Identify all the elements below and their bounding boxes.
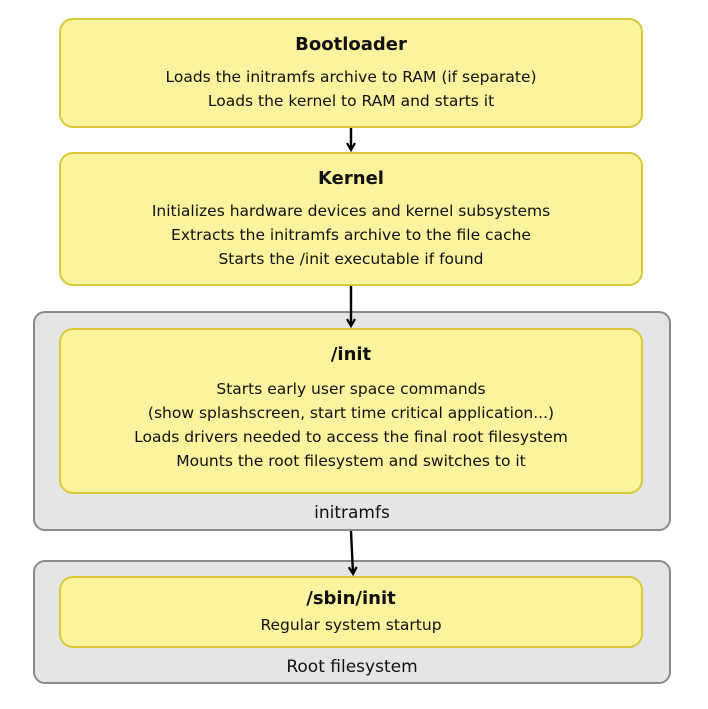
stage-bootloader: Bootloader Loads the initramfs archive t… [59,18,643,128]
stage-line: Starts early user space commands [216,380,486,398]
container-label-initramfs: initramfs [314,503,390,523]
stage-sbin-init: /sbin/init Regular system startup [59,576,643,648]
stage-line: Starts the /init executable if found [218,250,484,268]
stage-line: Initializes hardware devices and kernel … [151,202,551,220]
stage-line: Regular system startup [260,616,442,634]
stage-line: Loads drivers needed to access the final… [134,428,568,446]
stage-line: Loads the initramfs archive to RAM (if s… [165,68,537,86]
container-label-root-filesystem: Root filesystem [286,657,418,677]
arrow-init-to-sbin-init [351,530,353,573]
stage-line: Extracts the initramfs archive to the fi… [171,226,531,244]
stage-line: Mounts the root filesystem and switches … [176,452,526,470]
stage-title-kernel: Kernel [318,168,384,189]
stage-line: (show splashscreen, start time critical … [147,404,555,422]
stage-title-sbin-init: /sbin/init [306,588,396,609]
stage-title-bootloader: Bootloader [295,34,407,55]
stage-line: Loads the kernel to RAM and starts it [207,92,495,110]
stage-init: /init Starts early user space commands (… [59,328,643,494]
stage-kernel: Kernel Initializes hardware devices and … [59,152,643,286]
stage-title-init: /init [330,344,372,365]
